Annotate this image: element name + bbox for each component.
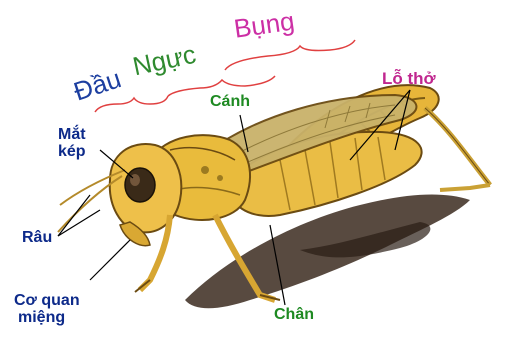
hind-tibia (425, 108, 490, 185)
label-mouthparts-line2: miệng (14, 310, 80, 327)
label-mouthparts-line1: Cơ quan (14, 293, 80, 310)
leader-antenna-2 (58, 210, 100, 236)
bracket-abdomen (225, 40, 355, 70)
label-mouthparts: Cơ quan miệng (14, 293, 80, 327)
label-compound-eye-line1: Mắt (58, 127, 86, 144)
label-compound-eye: Mắt kép (58, 127, 86, 161)
label-spiracles: Lỗ thở (382, 70, 436, 88)
leader-mouthparts (90, 240, 130, 280)
label-compound-eye-line2: kép (58, 144, 86, 161)
leader-antenna-1 (58, 195, 90, 236)
label-antenna: Râu (22, 230, 52, 247)
label-leg: Chân (274, 307, 314, 324)
compound-eye (125, 168, 155, 202)
label-wing: Cánh (210, 94, 250, 111)
